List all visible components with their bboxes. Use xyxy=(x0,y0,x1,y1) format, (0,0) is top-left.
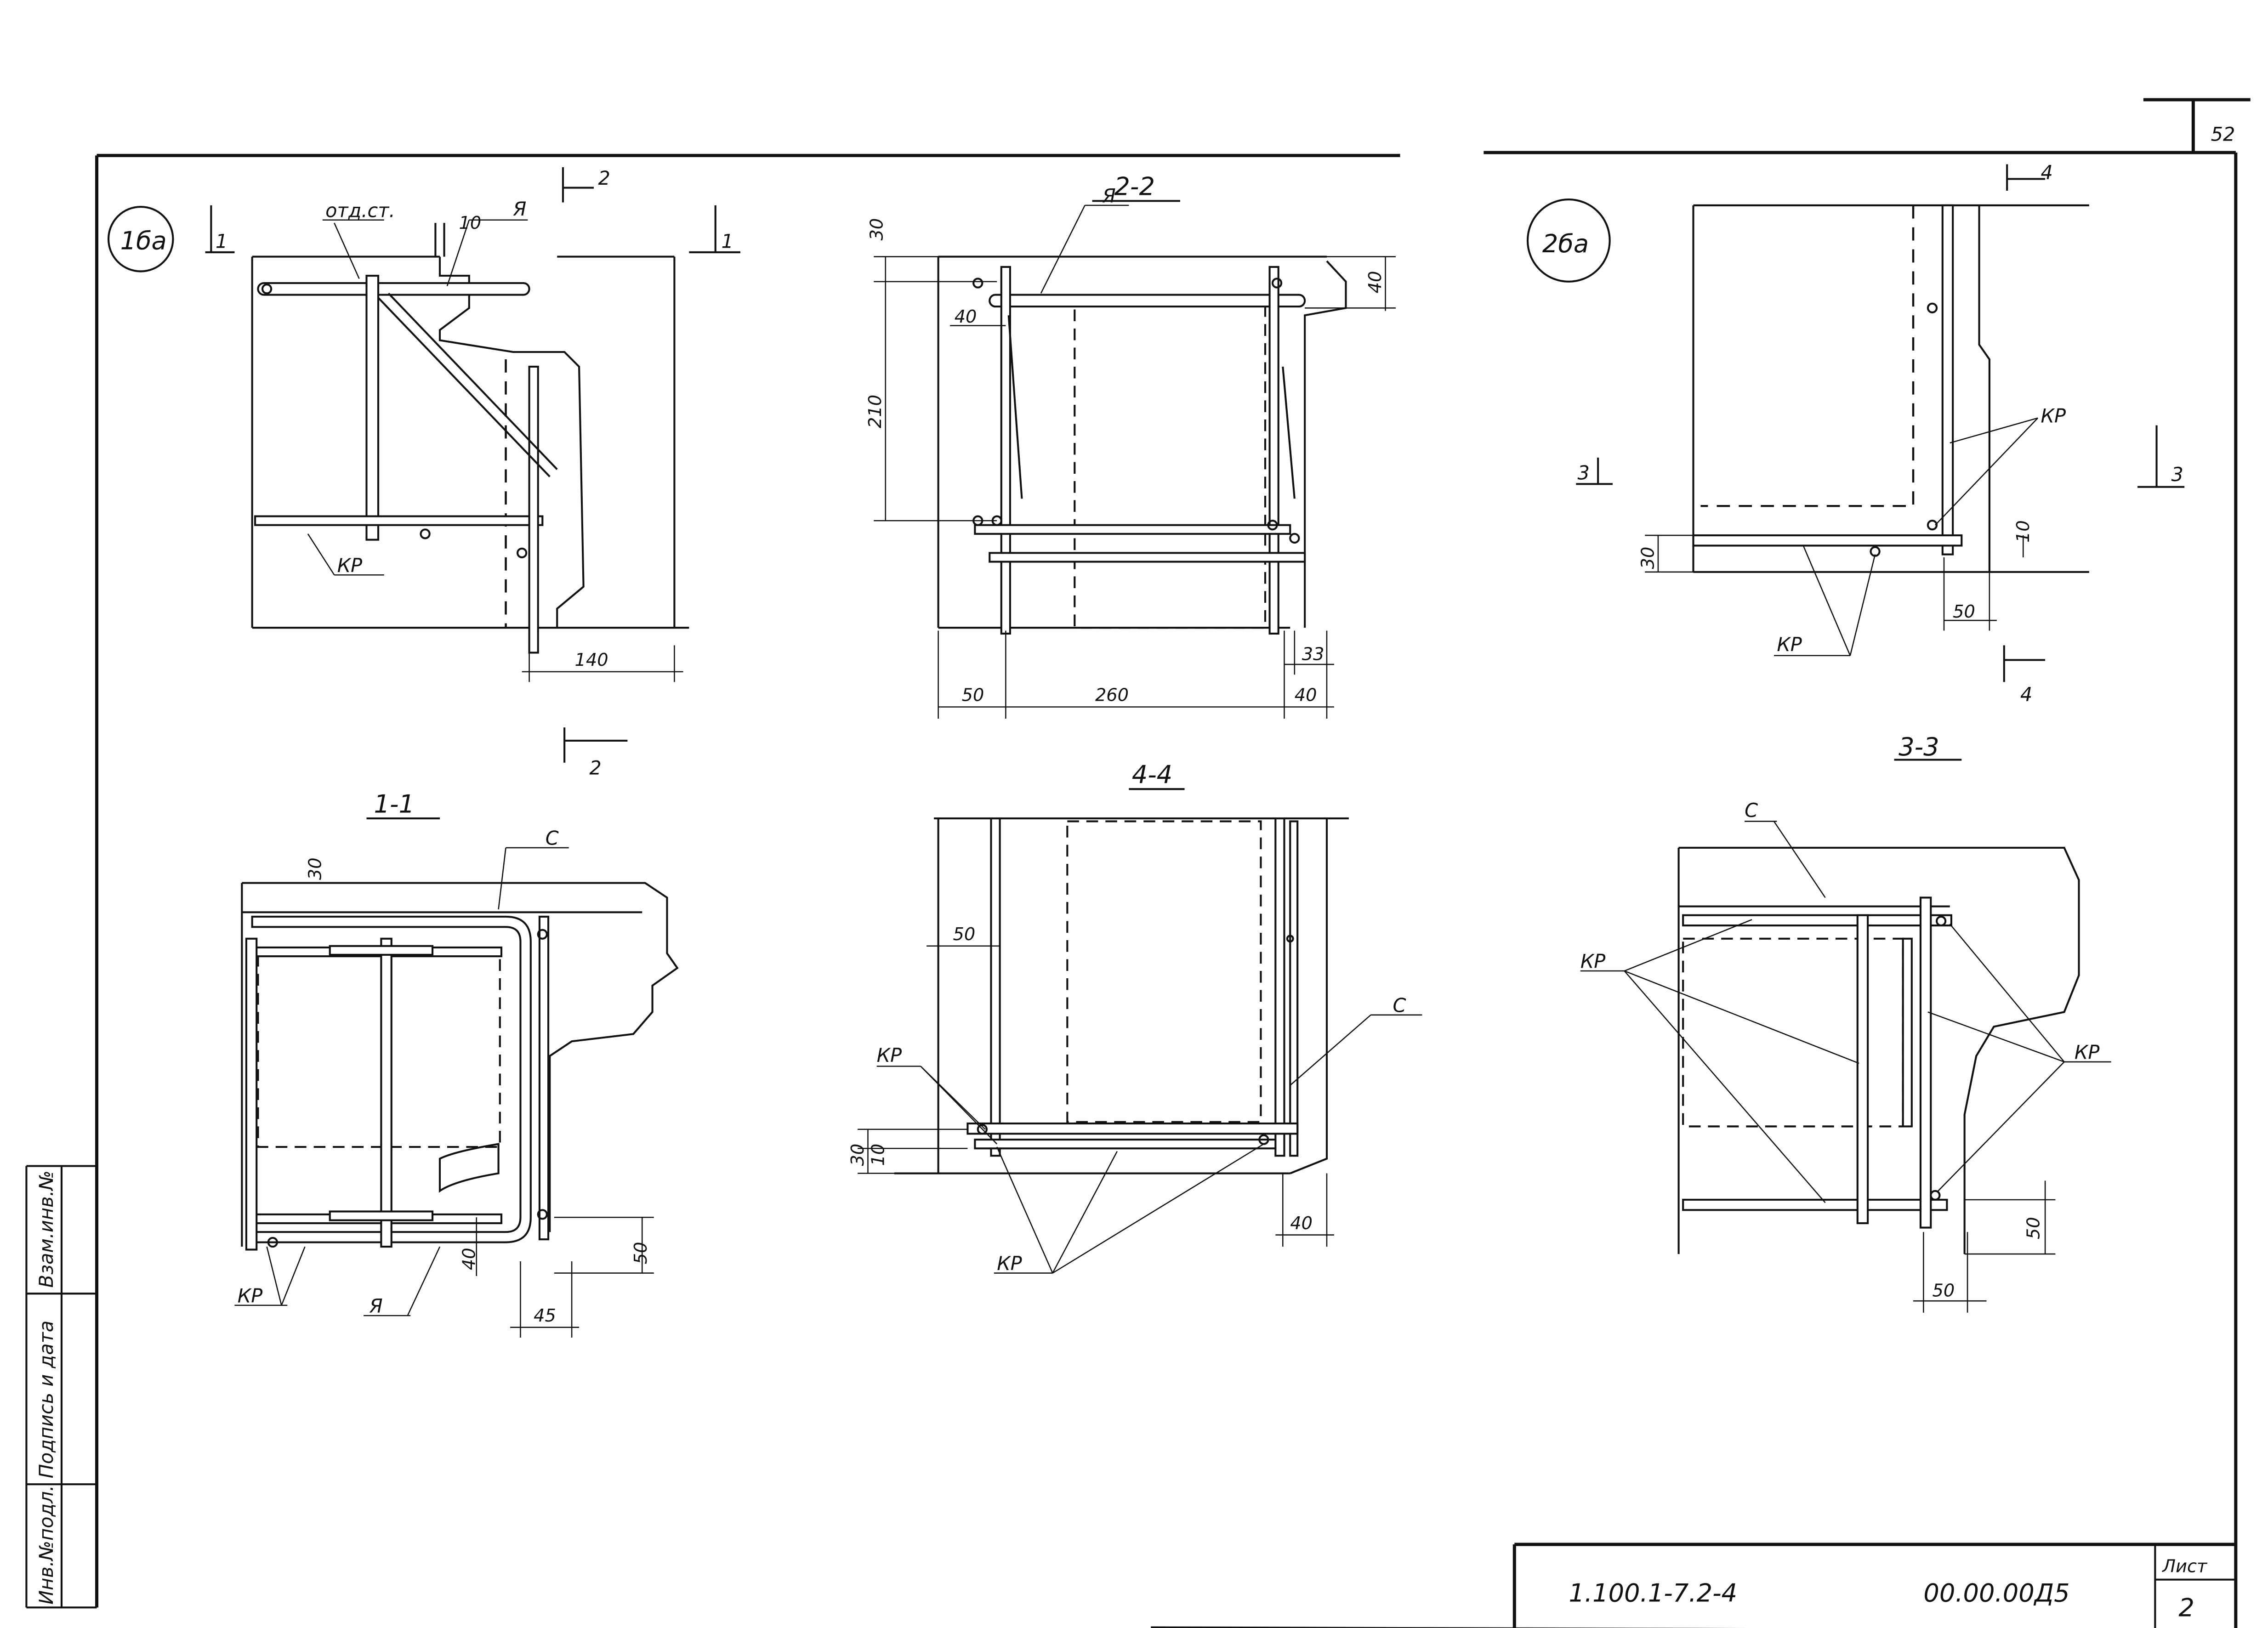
section-1-1-label-c: С xyxy=(546,827,559,850)
section-4-4-insulation xyxy=(1066,820,1262,1123)
section-2-2-dim-40-bottom: 40 xyxy=(1295,685,1317,706)
page-number: 52 xyxy=(2211,123,2235,145)
node-2ba-cut-b: 3 xyxy=(2171,463,2183,486)
node-1ba-label-otd: отд.ст. xyxy=(325,199,395,221)
section-3-3-title: 3-3 xyxy=(1899,732,1939,761)
section-1-1-dim-45: 45 xyxy=(534,1305,556,1326)
node-1ba-marker: 1бa xyxy=(120,227,167,255)
section-2-2-dim-40-left: 40 xyxy=(955,306,977,327)
node-1ba-cut-top: 2 xyxy=(598,167,610,189)
section-2-2-dim-33: 33 xyxy=(1302,644,1324,664)
node-2ba-cut-a: 3 xyxy=(1577,462,1589,484)
section-4-4-dim-40: 40 xyxy=(1290,1213,1313,1234)
node-1ba-marker-circle xyxy=(107,205,174,272)
sidebar-signature-date: Подпись и дата xyxy=(35,1321,57,1479)
node-1ba-view xyxy=(107,167,740,763)
sidebar-inv-no: Инв.№подл. xyxy=(35,1485,57,1605)
node-2ba-dim-30: 30 xyxy=(1637,547,1658,569)
sheet-frame xyxy=(95,98,2251,1628)
section-3-3-label-kr-right: КР xyxy=(2075,1041,2099,1064)
sidebar-replaces-inv: Взам.инв.№ xyxy=(35,1170,57,1288)
node-1ba-label-ya: Я xyxy=(513,198,527,220)
section-3-3-label-c: С xyxy=(1745,799,1758,822)
node-2ba-label-kr1: КР xyxy=(2041,404,2066,427)
document-designation: 1.100.1-7.2-4 xyxy=(1569,1579,1737,1608)
section-2-2-dim-30: 30 xyxy=(866,218,887,241)
section-1-1-label-kr: КР xyxy=(238,1284,262,1307)
node-1ba-dim-10: 10 xyxy=(459,213,481,233)
sheet-label: Лист xyxy=(2161,1556,2208,1577)
section-1-1-dim-50: 50 xyxy=(631,1242,651,1265)
section-1-1-label-ya: Я xyxy=(369,1295,383,1317)
section-2-2-dim-50: 50 xyxy=(962,685,984,706)
node-2ba-cut-top: 4 xyxy=(2041,161,2053,183)
section-4-4-title: 4-4 xyxy=(1132,760,1173,789)
section-4-4-label-kr-top: КР xyxy=(877,1044,902,1066)
section-3-3-label-kr-left: КР xyxy=(1580,950,1605,973)
node-2ba-marker-circle xyxy=(1526,199,1611,283)
section-4-4-view xyxy=(858,788,1422,1274)
section-3-3-dim-50-h: 50 xyxy=(1932,1281,1955,1301)
title-block xyxy=(1512,1543,2236,1628)
section-1-1-insulation xyxy=(257,952,501,1148)
section-2-2-insulation xyxy=(1074,304,1267,629)
node-2ba-label-kr2: КР xyxy=(1777,633,1802,656)
node-2ba-marker: 2бa xyxy=(1542,229,1589,258)
node-1ba-cut-a: 1 xyxy=(216,230,227,252)
node-2ba-view xyxy=(1526,164,2185,682)
section-2-2-dim-210: 210 xyxy=(865,395,886,428)
node-2ba-dim-50: 50 xyxy=(1953,601,1975,622)
sidebar-stamp xyxy=(25,1165,97,1609)
section-4-4-label-kr-bottom: КР xyxy=(997,1252,1022,1275)
section-1-1-dim-40: 40 xyxy=(459,1248,480,1270)
section-4-4-dim-30: 30 xyxy=(847,1144,868,1166)
section-2-2-label-ya: Я xyxy=(1102,184,1116,207)
node-1ba-label-kr: КР xyxy=(337,554,362,577)
sheet-number: 2 xyxy=(2178,1593,2194,1622)
node-1ba-cut-b: 1 xyxy=(722,230,733,252)
section-1-1-title: 1-1 xyxy=(374,789,415,818)
section-2-2-dim-260: 260 xyxy=(1095,685,1129,706)
node-2ba-dim-10: 10 xyxy=(2013,520,2034,543)
section-4-4-dim-50: 50 xyxy=(953,924,976,945)
section-3-3-insulation xyxy=(1682,937,1904,1128)
section-1-1-view xyxy=(234,817,679,1338)
node-2ba-cut-bottom: 4 xyxy=(2020,683,2032,706)
section-3-3-dim-50-v: 50 xyxy=(2023,1217,2044,1239)
section-3-3-view xyxy=(1580,759,2111,1313)
node-1ba-cut-bottom: 2 xyxy=(589,756,601,779)
document-code: 00.00.00Д5 xyxy=(1923,1579,2069,1608)
section-4-4-dim-10: 10 xyxy=(868,1144,889,1166)
section-2-2-dim-40-right: 40 xyxy=(1365,271,1386,294)
section-4-4-label-c: С xyxy=(1393,994,1406,1016)
node-1ba-dim-140: 140 xyxy=(574,650,608,670)
section-1-1-dim-30: 30 xyxy=(305,857,326,880)
section-2-2-view xyxy=(874,200,1396,719)
section-2-2-title: 2-2 xyxy=(1114,172,1155,201)
